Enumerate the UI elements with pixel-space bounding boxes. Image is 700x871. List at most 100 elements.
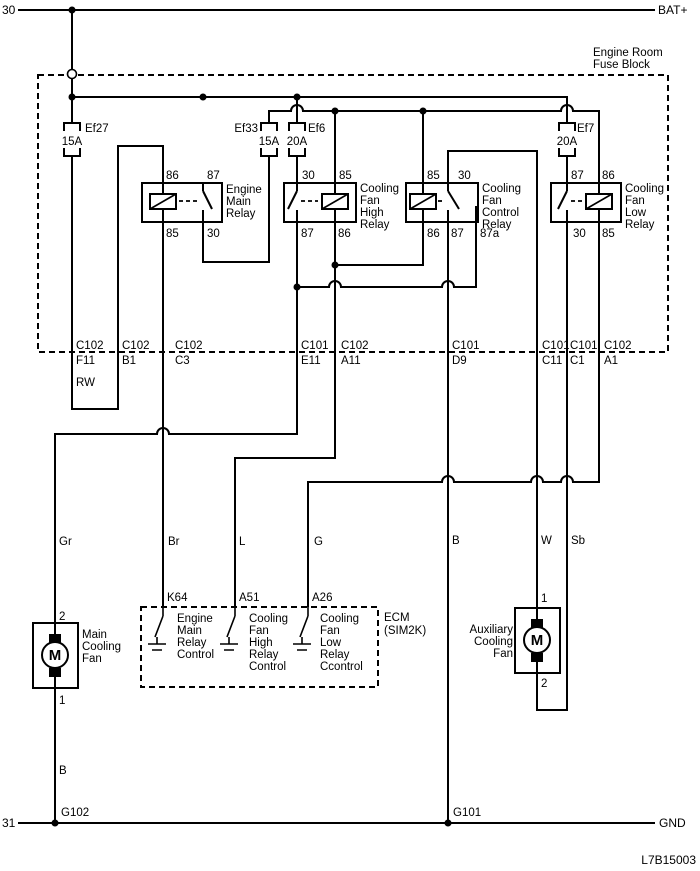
motor-terminal [531, 653, 543, 662]
relay-switch-blade [202, 190, 213, 210]
connector-label: C102 [175, 340, 203, 352]
ecm-fn-line: Relay [320, 649, 350, 661]
ecm-title-line2: (SIM2K) [384, 625, 426, 637]
relay-fan-control: 85 30 86 87 87a Cooling Fan Control Rela… [405, 170, 521, 240]
motor-terminal [531, 619, 543, 628]
pin-85: 85 [339, 170, 352, 182]
fan-pin-top: 2 [59, 611, 65, 623]
ecm-fn-line: Control [177, 649, 214, 661]
fan-name-line: Fan [493, 648, 513, 660]
fuse-ef33: Ef33 15A [234, 122, 280, 157]
ecm-fn-line: Fan [320, 625, 340, 637]
connector-pin: A1 [604, 355, 618, 367]
connector-pin: A11 [341, 355, 361, 367]
ecm-fn-line: Low [320, 637, 342, 649]
ecm-driver-k64 [148, 607, 166, 651]
relay-switch-blade [557, 190, 568, 210]
ground-rail: 31 GND [2, 816, 686, 830]
connector-label: C102 [122, 340, 150, 352]
wire-color-sb: Sb [571, 535, 585, 547]
wire-ef33-to-main-relay-30 [202, 156, 270, 263]
ecm-fn-line: Relay [249, 649, 279, 661]
wire-rw-loop [71, 145, 164, 410]
bus-coil-feed [268, 104, 600, 183]
ecm-driver-a26 [293, 607, 311, 651]
pin-86: 86 [427, 228, 440, 240]
ecm-fn-line: High [249, 637, 273, 649]
connector-label: C102 [341, 340, 369, 352]
connector-pin: F11 [76, 355, 95, 367]
fuse-block-entry-terminal [66, 68, 78, 80]
wire-color-w: W [541, 535, 552, 547]
auxiliary-cooling-fan: 1 M 2 Auxiliary Cooling Fan [470, 593, 561, 690]
fuse-block-title-1: Engine Room [593, 47, 663, 59]
relay-name-line: Control [482, 207, 519, 219]
ecm-pin-a26: A26 [312, 592, 332, 604]
wire-color-labels: RW Gr Br L G B W Sb B G102 G101 [59, 377, 585, 819]
relay-name-line: Cooling [482, 183, 521, 195]
pin-87: 87 [207, 170, 220, 182]
wire-e11-gr-to-main-fan [54, 222, 298, 623]
junction-dots [51, 6, 452, 827]
relay-switch-blade [447, 190, 460, 210]
pin-30: 30 [573, 228, 586, 240]
fuse-id: Ef33 [234, 123, 258, 135]
fuse-ef6: Ef6 20A [287, 122, 325, 157]
pin-86: 86 [602, 170, 615, 182]
pin-87: 87 [571, 170, 584, 182]
wire-color-g: G [314, 536, 323, 548]
wire-control-30-w-to-aux-fan [447, 150, 538, 608]
fuse-ef7: Ef7 20A [557, 122, 594, 157]
connector-pin: C1 [570, 355, 585, 367]
ecm-fn-line: Cooling [249, 613, 288, 625]
connector-label: C102 [76, 340, 104, 352]
fuse-block-title-2: Fuse Block [593, 59, 650, 71]
relay-name-line: High [360, 207, 384, 219]
fan-name-line: Cooling [82, 641, 121, 653]
ecm-pin-k64: K64 [167, 592, 188, 604]
wire-86-tie [335, 222, 424, 266]
pin-87: 87 [451, 228, 464, 240]
fuse-rating: 20A [557, 136, 578, 148]
ecm-fn-line: Engine [177, 613, 213, 625]
fuse-ef27: Ef27 15A [62, 122, 109, 157]
rail-bat-label: BAT+ [658, 3, 687, 17]
relay-name-line: Engine [226, 184, 262, 196]
connector-label: C101 [542, 340, 570, 352]
relay-name-line: Cooling [625, 183, 664, 195]
pin-86: 86 [166, 170, 179, 182]
ground-g102-label: G102 [61, 807, 89, 819]
fuse-rating: 15A [259, 136, 280, 148]
diagram-code: L7B15003 [641, 853, 696, 867]
fan-pin-top: 1 [541, 593, 547, 605]
relay-name-line: Main [226, 196, 251, 208]
ecm-driver-a51 [220, 607, 238, 651]
connector-label: C101 [452, 340, 480, 352]
pin-30: 30 [302, 170, 315, 182]
connector-pin: E11 [301, 355, 321, 367]
rail-31-label: 31 [2, 816, 16, 830]
pin-87a: 87a [480, 228, 500, 240]
motor-symbol [523, 626, 551, 654]
pin-86: 86 [338, 228, 351, 240]
ecm-title-line1: ECM [384, 612, 410, 624]
motor-symbol [41, 641, 69, 669]
ground-g101-label: G101 [453, 807, 481, 819]
relay-name-line: Fan [625, 195, 645, 207]
pin-85: 85 [427, 170, 440, 182]
rail-gnd-label: GND [659, 816, 686, 830]
ecm-fn-line: Fan [249, 625, 269, 637]
relay-name-line: Relay [360, 219, 390, 231]
pin-85: 85 [166, 228, 179, 240]
relay-engine-main: 86 87 85 30 Engine Main Relay [141, 170, 262, 240]
relay-name-line: Relay [625, 219, 655, 231]
motor-letter: M [49, 647, 62, 664]
fuse-id: Ef7 [577, 123, 594, 135]
wire-color-rw: RW [76, 377, 95, 389]
ecm-box: K64 A51 A26 Engine Main Relay Control Co… [140, 592, 426, 688]
wire-color-l: L [239, 536, 246, 548]
fuse-rating: 15A [62, 136, 83, 148]
ecm-fn-line: Control [249, 661, 286, 673]
